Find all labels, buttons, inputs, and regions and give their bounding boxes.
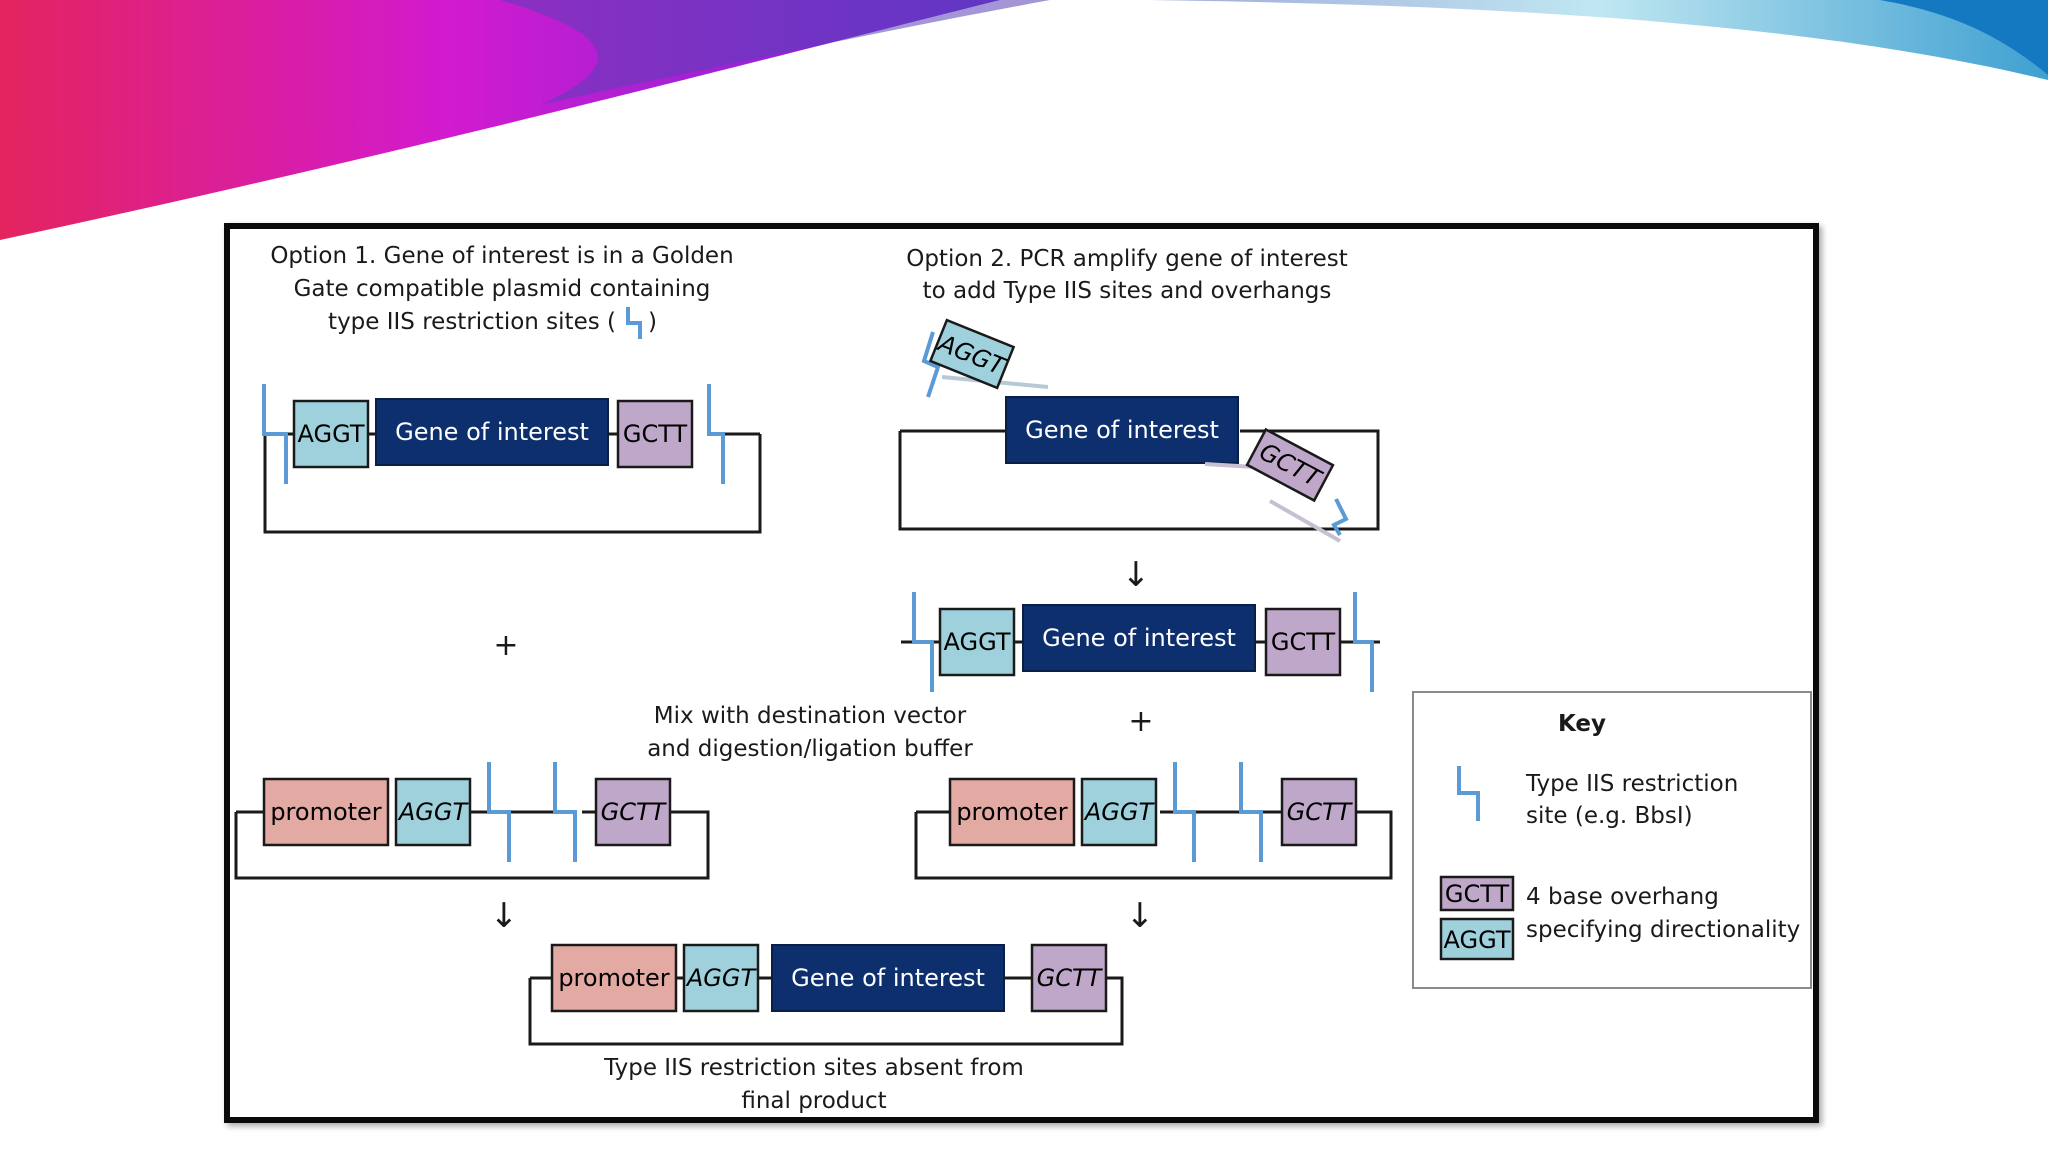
gctt-label: GCTT bbox=[601, 798, 668, 826]
final-product: promoter AGGT Gene of interest GCTT bbox=[528, 943, 1124, 1046]
gene-label: Gene of interest bbox=[791, 964, 985, 992]
option1-plasmid: AGGT Gene of interest GCTT bbox=[262, 384, 762, 534]
final-caption-line2: final product bbox=[741, 1088, 886, 1114]
promoter bbox=[550, 943, 678, 1013]
aggt-label: AGGT bbox=[397, 798, 470, 826]
primer-gctt-overhang: GCTT bbox=[1245, 427, 1335, 503]
gctt-label: GCTT bbox=[623, 420, 688, 448]
gene-label: Gene of interest bbox=[1042, 624, 1236, 652]
final-caption-line1: Type IIS restriction sites absent from bbox=[603, 1055, 1024, 1081]
swoosh-teal bbox=[1150, 0, 2048, 80]
gene-of-interest bbox=[771, 944, 1005, 1012]
site-icon bbox=[912, 592, 934, 692]
key-overhang-line1: 4 base overhang bbox=[1526, 884, 1719, 910]
header-swoosh bbox=[0, 0, 2048, 240]
key-site-line1: Type IIS restriction bbox=[1525, 771, 1738, 797]
option2-caption-line2: to add Type IIS sites and overhangs bbox=[923, 278, 1332, 304]
site-icon bbox=[1457, 766, 1480, 821]
option2-pcr-product: AGGT Gene of interest GCTT bbox=[901, 592, 1380, 692]
gctt-overhang bbox=[1439, 875, 1515, 912]
golden-gate-diagram: Option 1. Gene of interest is in a Golde… bbox=[234, 243, 1812, 1114]
site-icon bbox=[262, 384, 288, 484]
gene-of-interest bbox=[1005, 396, 1239, 464]
aggt-overhang bbox=[1080, 777, 1158, 847]
gctt-label: GCTT bbox=[1271, 628, 1336, 656]
reverse-primer-line bbox=[1269, 499, 1341, 543]
option1-caption-close: ) bbox=[648, 309, 657, 335]
gctt-label: GCTT bbox=[1445, 880, 1510, 908]
swoosh-blue-tip bbox=[1880, 0, 2048, 75]
aggt-label: AGGT bbox=[298, 420, 365, 448]
right-destination-vector: promoter AGGT GCTT bbox=[914, 762, 1393, 880]
arrow-down-icon: ↓ bbox=[490, 896, 519, 936]
gctt-overhang bbox=[1264, 607, 1342, 677]
arrow-down-icon: ↓ bbox=[1122, 555, 1151, 595]
promoter-label: promoter bbox=[558, 964, 669, 992]
gene-label: Gene of interest bbox=[1025, 416, 1219, 444]
option1-caption-line1: Option 1. Gene of interest is in a Golde… bbox=[270, 243, 733, 269]
site-icon bbox=[553, 762, 577, 862]
promoter-label: promoter bbox=[956, 798, 1067, 826]
reverse-primer-line bbox=[1204, 462, 1256, 469]
gctt-overhang bbox=[1280, 777, 1358, 847]
gene-of-interest bbox=[375, 398, 609, 466]
option2-caption-line1: Option 2. PCR amplify gene of interest bbox=[906, 246, 1348, 272]
plus-sign: + bbox=[1128, 704, 1153, 739]
arrow-down-icon: ↓ bbox=[1126, 896, 1155, 936]
promoter bbox=[262, 777, 390, 847]
option1-caption-line3: type IIS restriction sites ( bbox=[328, 309, 616, 335]
aggt-label: AGGT bbox=[1083, 798, 1156, 826]
swoosh-magenta bbox=[0, 0, 1000, 240]
gene-label: Gene of interest bbox=[395, 418, 589, 446]
aggt-label: AGGT bbox=[944, 628, 1011, 656]
inline-site-icon bbox=[626, 307, 642, 339]
gene-of-interest bbox=[1022, 604, 1256, 672]
aggt-overhang bbox=[292, 399, 370, 469]
aggt-label: AGGT bbox=[685, 964, 758, 992]
promoter-label: promoter bbox=[270, 798, 381, 826]
left-destination-vector: promoter AGGT GCTT bbox=[234, 762, 710, 880]
mix-caption-line1: Mix with destination vector bbox=[654, 703, 967, 729]
promoter bbox=[948, 777, 1076, 847]
gctt-overhang bbox=[1030, 943, 1108, 1013]
key-site-line2: site (e.g. BbsI) bbox=[1526, 803, 1693, 829]
aggt-overhang bbox=[938, 607, 1016, 677]
option1-caption-line2: Gate compatible plasmid containing bbox=[294, 276, 711, 302]
mix-caption-line2: and digestion/ligation buffer bbox=[647, 736, 973, 762]
site-icon bbox=[921, 331, 941, 398]
key-title: Key bbox=[1558, 711, 1606, 737]
aggt-label: AGGT bbox=[1444, 926, 1511, 954]
aggt-overhang bbox=[394, 777, 472, 847]
site-icon bbox=[1331, 498, 1349, 537]
aggt-overhang bbox=[682, 943, 760, 1013]
site-icon bbox=[1353, 592, 1374, 692]
gctt-label: GCTT bbox=[1037, 964, 1104, 992]
gctt-overhang bbox=[594, 777, 672, 847]
key-overhang-line2: specifying directionality bbox=[1526, 917, 1800, 943]
site-icon bbox=[1173, 762, 1196, 862]
site-icon bbox=[487, 762, 511, 862]
diagram-panel: Option 1. Gene of interest is in a Golde… bbox=[224, 223, 1819, 1123]
site-icon bbox=[707, 384, 725, 484]
plus-sign: + bbox=[493, 628, 518, 663]
gctt-overhang bbox=[616, 399, 694, 469]
swoosh-violet bbox=[500, 0, 1050, 105]
key-legend: Key Type IIS restriction site (e.g. BbsI… bbox=[1412, 691, 1812, 989]
site-icon bbox=[1239, 762, 1263, 862]
aggt-overhang bbox=[1439, 917, 1515, 961]
option2-pcr-template: Gene of interest AGGT GCTT bbox=[898, 318, 1380, 543]
gctt-label: GCTT bbox=[1287, 798, 1354, 826]
